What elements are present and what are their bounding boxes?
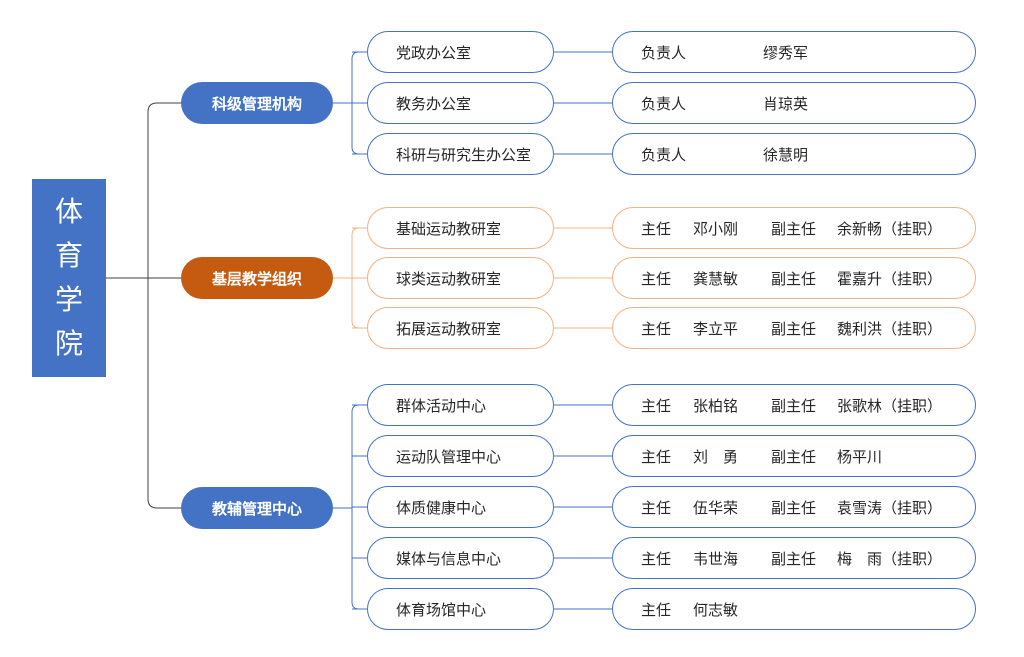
leader-node: 负责人 肖琼英 <box>612 82 976 124</box>
leader-node: 主任 刘 勇 副主任 杨平川 <box>612 435 976 477</box>
leader-node: 主任 邓小刚 副主任 余新畅（挂职） <box>612 207 976 249</box>
person-name: 霍嘉升（挂职） <box>837 269 943 288</box>
role-label: 副主任 <box>771 219 817 238</box>
person-name: 余新畅（挂职） <box>837 219 943 238</box>
root-title: 体育学院 <box>54 195 83 360</box>
leader-node: 主任 张柏铭 副主任 张歌林（挂职） <box>612 384 976 426</box>
role-label: 主任 <box>641 447 672 466</box>
role-label: 副主任 <box>771 498 817 517</box>
unit-label: 群体活动中心 <box>396 396 487 415</box>
unit-label: 体育场馆中心 <box>396 600 487 619</box>
unit-label: 基础运动教研室 <box>396 219 502 238</box>
unit-node: 科研与研究生办公室 <box>367 133 554 175</box>
person-name: 龚慧敏 <box>693 269 739 288</box>
person-name: 伍华荣 <box>693 498 739 517</box>
role-label: 主任 <box>641 549 672 568</box>
person-name: 梅 雨（挂职） <box>837 549 943 568</box>
unit-node: 拓展运动教研室 <box>367 307 554 349</box>
leader-node: 主任 伍华荣 副主任 袁雪涛（挂职） <box>612 486 976 528</box>
leader-node: 主任 李立平 副主任 魏利洪（挂职） <box>612 307 976 349</box>
leader-node: 主任 龚慧敏 副主任 霍嘉升（挂职） <box>612 257 976 299</box>
person-name: 缪秀军 <box>763 43 809 62</box>
category-label: 教辅管理中心 <box>211 499 302 518</box>
unit-node: 体质健康中心 <box>367 486 554 528</box>
leader-node: 主任 韦世海 副主任 梅 雨（挂职） <box>612 537 976 579</box>
category-node: 科级管理机构 <box>181 82 333 124</box>
person-name: 邓小刚 <box>693 219 739 238</box>
role-label: 负责人 <box>641 94 687 113</box>
unit-label: 拓展运动教研室 <box>396 319 502 338</box>
unit-node: 媒体与信息中心 <box>367 537 554 579</box>
category-label: 基层教学组织 <box>211 269 302 288</box>
unit-node: 教务办公室 <box>367 82 554 124</box>
root-node: 体育学院 <box>32 179 106 377</box>
role-label: 主任 <box>641 219 672 238</box>
unit-label: 媒体与信息中心 <box>396 549 502 568</box>
unit-node: 党政办公室 <box>367 31 554 73</box>
person-name: 刘 勇 <box>693 447 739 466</box>
role-label: 副主任 <box>771 396 817 415</box>
person-name: 张柏铭 <box>693 396 739 415</box>
role-label: 主任 <box>641 498 672 517</box>
role-label: 主任 <box>641 319 672 338</box>
person-name: 袁雪涛（挂职） <box>837 498 943 517</box>
unit-node: 基础运动教研室 <box>367 207 554 249</box>
role-label: 副主任 <box>771 447 817 466</box>
role-label: 负责人 <box>641 43 687 62</box>
role-label: 负责人 <box>641 145 687 164</box>
unit-node: 球类运动教研室 <box>367 257 554 299</box>
leader-node: 负责人 缪秀军 <box>612 31 976 73</box>
role-label: 副主任 <box>771 319 817 338</box>
role-label: 副主任 <box>771 549 817 568</box>
leader-node: 主任 何志敏 <box>612 588 976 630</box>
unit-node: 群体活动中心 <box>367 384 554 426</box>
unit-node: 运动队管理中心 <box>367 435 554 477</box>
person-name: 魏利洪（挂职） <box>837 319 943 338</box>
connector-line <box>147 102 181 509</box>
person-name: 肖琼英 <box>763 94 809 113</box>
role-label: 主任 <box>641 396 672 415</box>
role-label: 主任 <box>641 600 672 619</box>
person-name: 韦世海 <box>693 549 739 568</box>
unit-label: 教务办公室 <box>396 94 472 113</box>
leader-node: 负责人 徐慧明 <box>612 133 976 175</box>
person-name: 张歌林（挂职） <box>837 396 943 415</box>
category-node: 基层教学组织 <box>181 257 333 299</box>
unit-label: 党政办公室 <box>396 43 472 62</box>
unit-label: 科研与研究生办公室 <box>396 145 532 164</box>
person-name: 李立平 <box>693 319 739 338</box>
unit-node: 体育场馆中心 <box>367 588 554 630</box>
unit-label: 球类运动教研室 <box>396 269 502 288</box>
role-label: 副主任 <box>771 269 817 288</box>
category-node: 教辅管理中心 <box>181 487 333 529</box>
person-name: 杨平川 <box>837 447 883 466</box>
unit-label: 体质健康中心 <box>396 498 487 517</box>
person-name: 何志敏 <box>693 600 739 619</box>
role-label: 主任 <box>641 269 672 288</box>
unit-label: 运动队管理中心 <box>396 447 502 466</box>
category-label: 科级管理机构 <box>211 94 302 113</box>
person-name: 徐慧明 <box>763 145 809 164</box>
